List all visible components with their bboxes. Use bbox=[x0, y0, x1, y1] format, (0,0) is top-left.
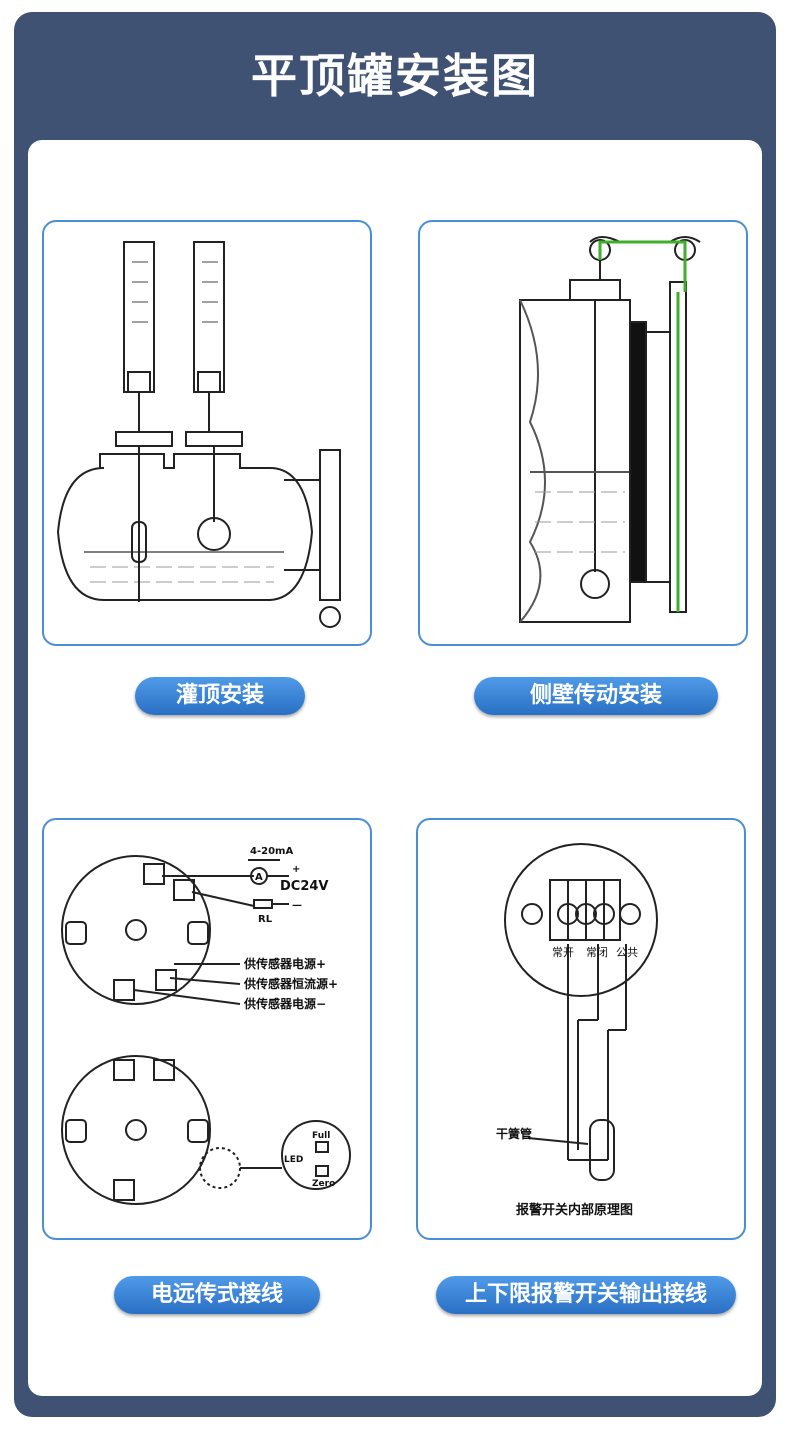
caption-top-mount: 灌顶安装 bbox=[135, 677, 305, 715]
terminal-common: 公共 bbox=[616, 946, 638, 959]
wiring-minus-label: — bbox=[292, 900, 302, 911]
panel-alarm-wiring: 常开 常闭 公共 干簧管 报警开关内部原理图 bbox=[416, 818, 746, 1240]
terminal-normally-closed: 常闭 bbox=[586, 946, 608, 959]
wiring-note-1: 供传感器电源+ bbox=[243, 956, 326, 971]
panel-top-mount bbox=[42, 220, 372, 646]
wiring-resistor-label: RL bbox=[258, 914, 273, 925]
panel-remote-wiring: 4-20mA A + DC24V — RL 供传感器电源+ 供传感器恒流源+ 供… bbox=[42, 818, 372, 1240]
wiring-note-2: 供传感器恒流源+ bbox=[243, 976, 338, 991]
alarm-wiring-diagram: 常开 常闭 公共 干簧管 报警开关内部原理图 bbox=[496, 843, 658, 1218]
panel-side-mount bbox=[418, 220, 748, 646]
zero-label: Zero bbox=[312, 1179, 335, 1189]
caption-remote-wiring: 电远传式接线 bbox=[114, 1276, 320, 1314]
content-card: 灌顶安装 bbox=[28, 140, 762, 1396]
full-label: Full bbox=[312, 1131, 330, 1141]
caption-side-mount: 侧壁传动安装 bbox=[474, 677, 718, 715]
wiring-ammeter-label: A bbox=[255, 872, 263, 883]
wiring-current-label: 4-20mA bbox=[250, 846, 293, 857]
wiring-supply-label: DC24V bbox=[280, 879, 328, 894]
terminal-normally-open: 常开 bbox=[552, 946, 574, 959]
wiring-note-3: 供传感器电源− bbox=[243, 996, 326, 1011]
top-mount-diagram bbox=[56, 241, 341, 628]
reed-switch-label: 干簧管 bbox=[496, 1126, 532, 1141]
caption-alarm-wiring: 上下限报警开关输出接线 bbox=[436, 1276, 736, 1314]
page-title: 平顶罐安装图 bbox=[251, 49, 539, 103]
page-frame: 平顶罐安装图 bbox=[14, 12, 776, 1417]
wiring-plus-label: + bbox=[292, 864, 300, 875]
side-mount-diagram bbox=[519, 236, 701, 623]
led-label: LED bbox=[284, 1155, 303, 1165]
remote-wiring-diagram: 4-20mA A + DC24V — RL 供传感器电源+ 供传感器恒流源+ 供… bbox=[61, 846, 351, 1205]
alarm-diagram-title: 报警开关内部原理图 bbox=[516, 1202, 633, 1218]
